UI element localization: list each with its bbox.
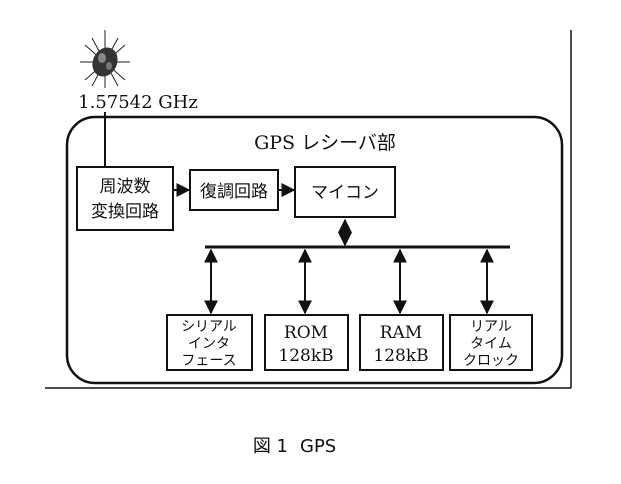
freq-converter-block: 周波数 変換回路 xyxy=(76,166,174,231)
receiver-title: GPS レシーバ部 xyxy=(254,132,396,154)
receiver-boundary xyxy=(65,115,564,385)
freq-converter-label-line2: 変換回路 xyxy=(91,202,159,222)
freq-converter-label-line1: 周波数 xyxy=(100,177,151,197)
rtc-label-line2: タイム xyxy=(470,336,512,352)
demodulator-block: 復調回路 xyxy=(189,169,279,211)
microcomputer-block: マイコン xyxy=(294,166,396,218)
antenna-frequency-label: 1.57542 GHz xyxy=(78,92,198,113)
serial-interface-label-line3: フェース xyxy=(181,353,236,369)
demodulator-label: 復調回路 xyxy=(200,182,268,202)
rom-block: ROM 128kB xyxy=(264,314,349,371)
serial-interface-label-line1: シリアル xyxy=(181,319,237,335)
satellite-antenna-icon xyxy=(80,30,130,88)
rtc-label-line1: リアル xyxy=(470,319,512,335)
microcomputer-label: マイコン xyxy=(311,183,379,203)
figure-caption-label: 図 1 xyxy=(253,436,288,457)
ram-label-line2: 128kB xyxy=(373,346,428,366)
ram-block: RAM 128kB xyxy=(359,314,444,371)
rtc-block: リアル タイム クロック xyxy=(449,314,533,371)
rtc-label-line3: クロック xyxy=(463,353,519,369)
serial-interface-block: シリアル インタ フェース xyxy=(166,314,253,371)
rom-label-line1: ROM xyxy=(284,323,328,343)
ram-label-line1: RAM xyxy=(380,323,422,343)
rom-label-line2: 128kB xyxy=(278,346,333,366)
serial-interface-label-line2: インタ xyxy=(188,336,230,352)
figure-caption-title: GPS xyxy=(300,436,336,457)
